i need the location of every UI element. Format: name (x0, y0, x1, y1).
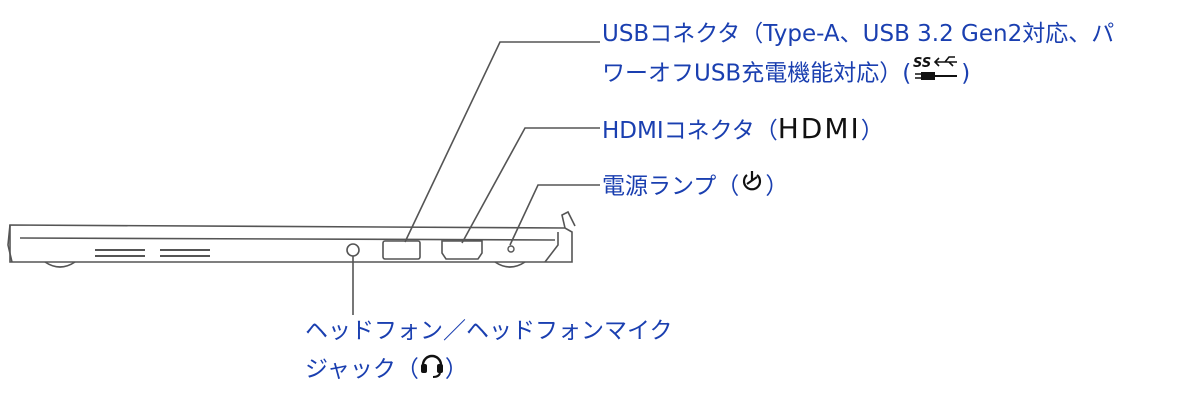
usb-leader (404, 41, 600, 243)
hdmi-port (441, 240, 483, 260)
power-lamp (507, 245, 515, 253)
hdmi-connector-label: HDMIコネクタ（HDMI） (602, 112, 884, 145)
headphone-label-line2: ジャック（ ） (305, 350, 673, 390)
usb-label-line2: ワーオフUSB充電機能対応）( SS ) (602, 53, 1114, 95)
hdmi-leader (461, 127, 600, 244)
power-lamp-label: 電源ランプ（ ） (602, 168, 788, 206)
headphone-label-line1: ヘッドフォン／ヘッドフォンマイク (305, 318, 673, 344)
usb-port (382, 240, 421, 260)
power-leader (509, 184, 600, 246)
laptop-feet (44, 261, 526, 268)
headphone-jack-label: ヘッドフォン／ヘッドフォンマイク ジャック（ ） (305, 313, 673, 390)
headset-icon (419, 350, 445, 390)
headphone-jack-port (346, 243, 360, 257)
laptop-body (7, 210, 576, 263)
hdmi-symbol: HDMI (777, 112, 861, 145)
power-icon (739, 168, 765, 206)
usb-superspeed-power-icon: SS (911, 53, 961, 95)
usb-connector-label: USBコネクタ（Type-A、USB 3.2 Gen2対応、パ ワーオフUSB充… (602, 16, 1114, 95)
usb-label-line1: USBコネクタ（Type-A、USB 3.2 Gen2対応、パ (602, 21, 1115, 47)
vents (95, 249, 210, 257)
leader-lines (352, 41, 600, 315)
svg-text:SS: SS (913, 56, 931, 71)
